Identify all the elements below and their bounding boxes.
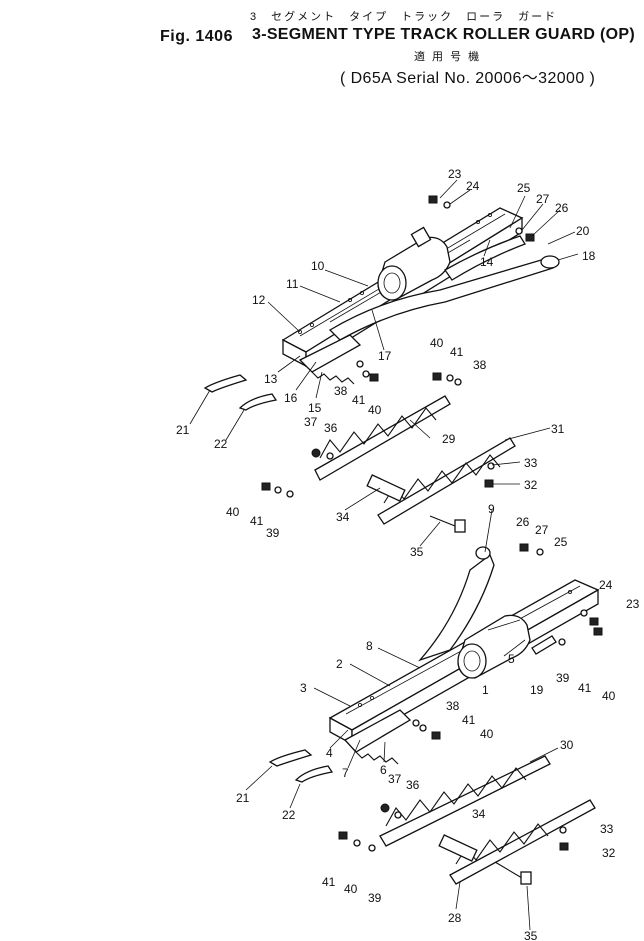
- lower-hardware: [338, 543, 603, 852]
- callout-38-lower: 38: [446, 699, 460, 713]
- callout-39-lower-a: 39: [556, 671, 570, 685]
- callout-39-lower-b: 39: [368, 891, 382, 905]
- applicability-label: 適 用 号 機: [414, 51, 482, 63]
- callout-19: 19: [530, 683, 544, 697]
- callout-29: 29: [442, 432, 456, 446]
- callout-8: 8: [366, 639, 373, 653]
- callout-1: 1: [482, 683, 489, 697]
- callout-7: 7: [342, 766, 349, 780]
- serial-range: ( D65A Serial No. 20006～32000 ): [340, 70, 596, 87]
- callout-27-upper: 27: [536, 192, 550, 206]
- callout-34-lower: 34: [472, 807, 486, 821]
- callout-12: 12: [252, 293, 266, 307]
- lower-pin-34: [438, 834, 478, 862]
- upper-assembly: [203, 207, 560, 411]
- lower-pivot-housing: [457, 614, 531, 679]
- callout-34-upper: 34: [336, 510, 350, 524]
- callout-26-lower: 26: [516, 515, 530, 529]
- callout-6: 6: [380, 763, 387, 777]
- callout-40-upper-a: 40: [368, 403, 382, 417]
- callout-37-upper: 37: [304, 415, 318, 429]
- callout-5: 5: [508, 652, 515, 666]
- lower-part-19-bracket: [531, 635, 557, 655]
- callout-3: 3: [300, 681, 307, 695]
- callout-16: 16: [284, 391, 298, 405]
- callout-37-lower: 37: [388, 772, 402, 786]
- callout-18: 18: [582, 249, 596, 263]
- lower-part-22-shoe: [294, 765, 334, 783]
- callout-24-upper: 24: [466, 179, 480, 193]
- callout-25-upper: 25: [517, 181, 531, 195]
- callout-33-upper: 33: [524, 456, 538, 470]
- callout-36-lower: 36: [406, 778, 420, 792]
- callout-41-upper-b: 41: [450, 345, 464, 359]
- upper-pin-34: [366, 474, 406, 502]
- callout-33-lower: 33: [600, 822, 614, 836]
- callout-32-lower: 32: [602, 846, 616, 860]
- callout-23-upper: 23: [448, 167, 462, 181]
- callout-40-lower-c: 40: [344, 882, 358, 896]
- callout-38-upper-b: 38: [473, 358, 487, 372]
- upper-part-22-shoe: [238, 393, 278, 411]
- callout-21-upper: 21: [176, 423, 190, 437]
- callout-26-upper: 26: [555, 201, 569, 215]
- callout-32-upper: 32: [524, 478, 538, 492]
- callout-20: 20: [576, 224, 590, 238]
- figure-title: 3-SEGMENT TYPE TRACK ROLLER GUARD (OP): [252, 26, 635, 43]
- callout-41-lower-c: 41: [322, 875, 336, 889]
- japanese-title: 3 セグメント タイプ トラック ローラ ガード: [250, 11, 558, 23]
- callout-40-upper-b: 40: [430, 336, 444, 350]
- upper-hardware: [261, 195, 535, 498]
- lower-part-21-shoe: [268, 749, 313, 767]
- callout-30: 30: [560, 738, 574, 752]
- figure-label: Fig. 1406: [160, 28, 233, 45]
- callout-36-upper: 36: [324, 421, 338, 435]
- upper-part-21-shoe: [203, 374, 248, 393]
- callout-38-upper-a: 38: [334, 384, 348, 398]
- callout-41-upper-c: 41: [250, 514, 264, 528]
- callout-22-upper: 22: [214, 437, 228, 451]
- callout-35-lower: 35: [524, 929, 538, 941]
- callout-labels: 23 24 25 27 26 20 18 14 10 11 12 17 13 1…: [176, 167, 640, 941]
- upper-bolt-35: [429, 515, 466, 533]
- callout-41-lower-b: 41: [462, 713, 476, 727]
- callout-40-lower-a: 40: [602, 689, 616, 703]
- callout-10: 10: [311, 259, 325, 273]
- callout-2: 2: [336, 657, 343, 671]
- callout-13: 13: [264, 372, 278, 386]
- callout-40-lower-b: 40: [480, 727, 494, 741]
- callout-39-upper: 39: [266, 526, 280, 540]
- callout-21-lower: 21: [236, 791, 250, 805]
- callout-28: 28: [448, 911, 462, 925]
- upper-equalizer-arm: [328, 235, 560, 341]
- upper-pivot-housing: [377, 226, 451, 301]
- callout-35-upper: 35: [410, 545, 424, 559]
- lower-front-guard-segment: [343, 709, 412, 765]
- callout-9: 9: [488, 502, 495, 516]
- lower-bolt-35: [494, 861, 532, 885]
- lower-assembly: [268, 546, 600, 783]
- callout-41-upper-a: 41: [352, 393, 366, 407]
- lower-upright-arm: [417, 546, 495, 662]
- callout-24-lower: 24: [599, 578, 613, 592]
- callout-11: 11: [286, 277, 299, 291]
- callout-22-lower: 22: [282, 808, 296, 822]
- callout-27-lower: 27: [535, 523, 549, 537]
- callout-25-lower: 25: [554, 535, 568, 549]
- callout-31: 31: [551, 422, 565, 436]
- guard-segment-29: [314, 395, 451, 481]
- callout-41-lower-a: 41: [578, 681, 592, 695]
- callout-14: 14: [480, 255, 494, 269]
- guard-segment-30: [379, 755, 551, 847]
- serial-range-text: D65A Serial No. 20006～32000: [350, 70, 585, 87]
- callout-15: 15: [308, 401, 322, 415]
- callout-17: 17: [378, 349, 392, 363]
- callout-23-lower: 23: [626, 597, 640, 611]
- leader-lines: [189, 179, 579, 931]
- callout-4: 4: [326, 746, 333, 760]
- callout-40-upper-c: 40: [226, 505, 240, 519]
